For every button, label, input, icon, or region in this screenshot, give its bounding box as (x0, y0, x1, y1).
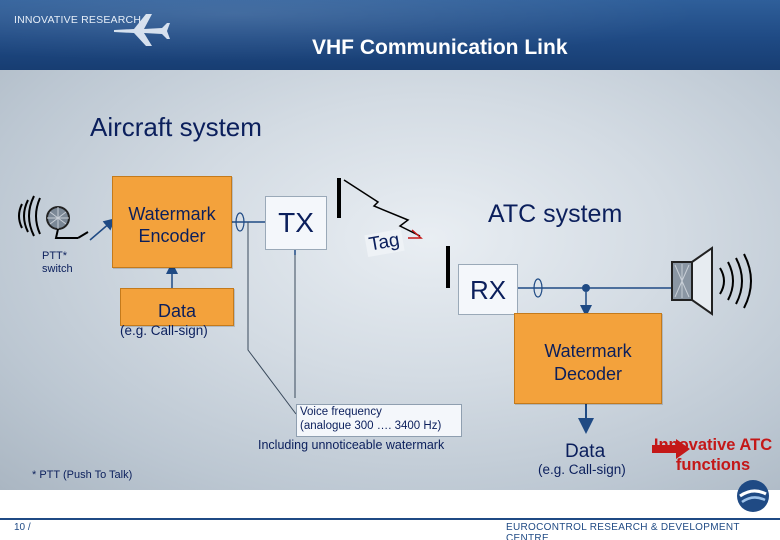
microphone-icon (18, 195, 89, 239)
airplane-icon (114, 14, 170, 46)
atc-data-label: Data (565, 441, 606, 462)
tagline: INNOVATIVE RESEARCH (14, 14, 142, 26)
tx-box: TX (265, 196, 327, 250)
tx-label: TX (278, 207, 314, 238)
watermark-decoder-box: Watermark Decoder (514, 313, 662, 404)
watermark-encoder-box: Watermark Encoder (112, 176, 232, 268)
eurocontrol-logo (737, 480, 769, 512)
ptt-footnote: * PTT (Push To Talk) (32, 469, 133, 481)
aircraft-system-heading: Aircraft system (90, 112, 262, 142)
rx-box: RX (458, 264, 518, 315)
voice-frequency-range: (analogue 300 …. 3400 Hz) (300, 420, 442, 432)
page-title: VHF Communication Link (312, 36, 568, 59)
footer-band (0, 490, 780, 540)
watermark-note: Including unnoticeable watermark (258, 438, 445, 452)
watermark-encoder-label: Watermark Encoder (128, 204, 216, 246)
innovative-atc-functions: Innovative ATC functions (653, 436, 773, 474)
aircraft-data-note: (e.g. Call-sign) (120, 323, 208, 338)
atc-data-note: (e.g. Call-sign) (538, 462, 626, 477)
header-band (0, 0, 780, 70)
red-arrow-icon (652, 439, 690, 459)
ptt-switch-label: PTT* switch (42, 250, 73, 275)
rx-label: RX (469, 275, 507, 305)
footer-organization: EUROCONTROL RESEARCH & DEVELOPMENT CENTR… (506, 522, 740, 540)
aircraft-data-label: Data (157, 301, 197, 321)
atc-system-heading: ATC system (488, 200, 623, 228)
voice-frequency-label: Voice frequency (300, 406, 382, 418)
aircraft-data-box: Data (120, 288, 234, 326)
speaker-icon (671, 246, 752, 316)
footer-rule (0, 518, 780, 520)
watermark-decoder-label: Watermark Decoder (544, 341, 632, 384)
voice-frequency-box: Voice frequency (analogue 300 …. 3400 Hz… (296, 404, 462, 437)
page-number: 10 / (14, 522, 31, 533)
